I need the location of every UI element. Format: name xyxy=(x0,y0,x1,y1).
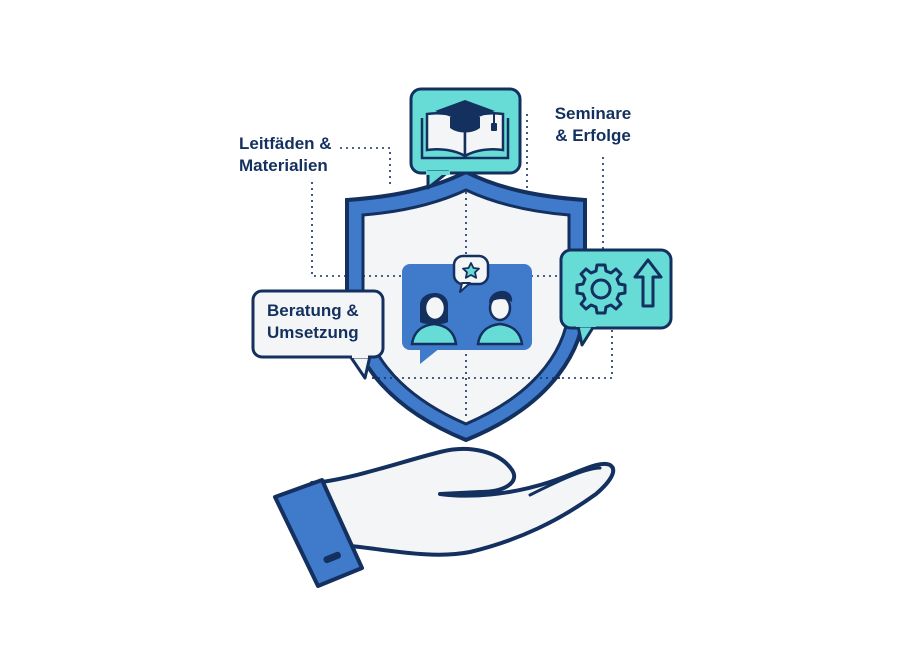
label-leitfaeden-materialien: Leitfäden & Materialien xyxy=(239,133,332,177)
connector-leitfaeden xyxy=(340,147,391,185)
connector-gear-down xyxy=(540,330,613,379)
label-beratung-line1: Beratung & xyxy=(267,301,359,320)
label-beratung-line2: Umsetzung xyxy=(267,323,359,342)
graduation-book-icon xyxy=(409,87,522,190)
label-seminare-erfolge: Seminare & Erfolge xyxy=(551,103,635,147)
people-conversation-icon xyxy=(402,264,532,364)
gear-arrow-icon xyxy=(559,248,673,347)
label-leitfaeden-line2: Materialien xyxy=(239,156,328,175)
label-beratung-umsetzung: Beratung & Umsetzung xyxy=(267,300,359,344)
star-icon xyxy=(452,254,490,293)
label-seminare-line2: & Erfolge xyxy=(555,126,631,145)
open-hand-icon xyxy=(273,446,616,588)
beratung-box xyxy=(251,289,385,380)
label-seminare-line1: Seminare xyxy=(554,104,632,123)
connector-leitfaeden-vertical xyxy=(311,182,345,277)
label-leitfaeden-line1: Leitfäden & xyxy=(239,134,332,153)
